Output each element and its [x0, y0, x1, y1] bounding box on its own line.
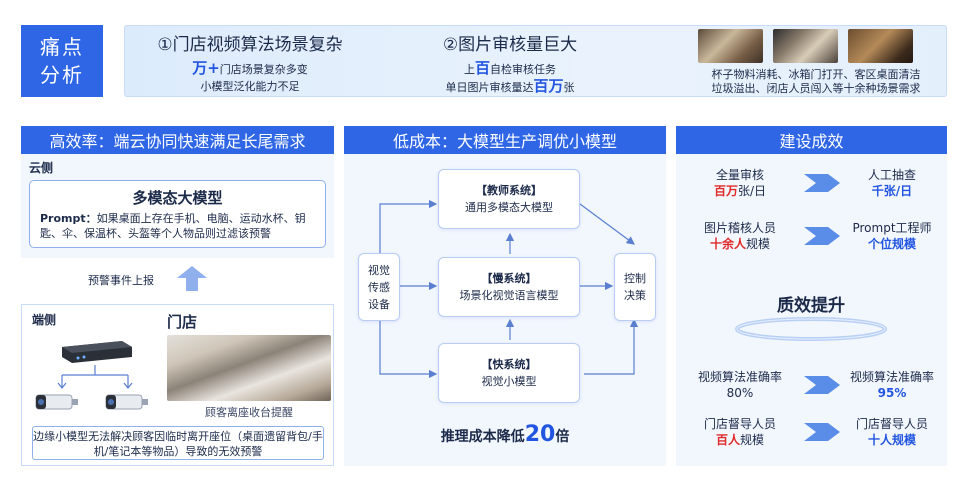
efficiency-header: 高效率：端云协同快速满足长尾需求 [21, 126, 334, 154]
metric-3-after: 视频算法准确率 95% [849, 370, 934, 400]
multimodal-model-title: 多模态大模型 [132, 189, 223, 207]
vision-sensor-box: 视觉 传感 设备 [358, 253, 400, 321]
chevron-right-icon [804, 174, 840, 192]
quality-ring-decoration [735, 317, 887, 341]
up-arrow-icon [177, 266, 207, 291]
teacher-system-title: 【教师系统】 [476, 184, 542, 197]
slow-system-desc: 场景化视觉语言模型 [459, 289, 559, 302]
edge-model-note: 边缘小模型无法解决顾客因临时离开座位（桌面遗留背包/手机/笔记本等物品）导致的无… [32, 426, 324, 460]
pain-point-1-line1: 万+门店场景复杂多变 [192, 59, 308, 77]
model-flow-panel: 【教师系统】 通用多模态大模型 【慢系统】 场景化视觉语言模型 【快系统】 视觉… [344, 154, 666, 466]
pain-point-1-line2: 小模型泛化能力不足 [200, 80, 300, 93]
store-label: 门店 [167, 313, 198, 331]
scene-requirements: 杯子物料消耗、冰箱门打开、客区桌面清洁 垃圾溢出、闭店人员闯入等十余种场景需求 [711, 68, 921, 95]
metric-4-after: 门店督导人员 十人规模 [855, 417, 928, 447]
pain-point-2-line1: 上百自检审核任务 [463, 59, 556, 77]
pain-analysis-label: 痛点 分析 [21, 25, 103, 97]
report-label: 预警事件上报 [88, 274, 154, 287]
cloud-side-label: 云侧 [29, 161, 54, 175]
edge-side-panel: 端侧 门店 顾客离座收台提醒 边缘小模型无法解决顾客因临时离开座位（桌面遗留背包… [21, 304, 334, 466]
flow-arrows [379, 199, 639, 379]
chevron-right-icon [804, 227, 840, 245]
pain-point-2-title: ②图片审核量巨大 [442, 35, 578, 55]
pain-point-1: ①门店视频算法场景复杂 万+门店场景复杂多变 小模型泛化能力不足 [135, 30, 365, 95]
model-prompt: Prompt：如果桌面上存在手机、电脑、运动水杯、钥匙、伞、保温杯、头盔等个人物… [40, 212, 306, 240]
teacher-system-desc: 通用多模态大模型 [465, 201, 553, 214]
edge-side-label: 端侧 [32, 313, 57, 327]
control-decision-box: 控制 决策 [614, 253, 656, 321]
slow-system-title: 【慢系统】 [481, 272, 537, 285]
edge-device-icon [62, 341, 132, 363]
fast-system-desc: 视觉小模型 [481, 375, 537, 388]
camera-icon [35, 394, 78, 410]
scene-photo-dining [773, 29, 838, 63]
pain-point-2: ②图片审核量巨大 上百自检审核任务 单日图片审核量达百万张 [395, 30, 625, 96]
metric-1-after: 人工抽查 千张/日 [867, 168, 916, 198]
pain-label-line2: 分析 [40, 63, 84, 87]
fast-system-title: 【快系统】 [481, 358, 537, 371]
low-cost-header: 低成本：大模型生产调优小模型 [344, 126, 666, 154]
teacher-system-box: 【教师系统】 通用多模态大模型 [438, 169, 580, 229]
results-panel: 全量审核 百万张/日 人工抽查 千张/日 图片稽核人员 十余人规模 Prompt… [676, 154, 947, 466]
metric-2-after: Prompt工程师 个位规模 [852, 221, 932, 251]
pain-point-1-title: ①门店视频算法场景复杂 [157, 35, 343, 55]
results-header: 建设成效 [676, 126, 947, 154]
metric-4-before: 门店督导人员 百人规模 [703, 417, 776, 447]
cost-reduction-text: 推理成本降低20倍 [440, 422, 570, 447]
chevron-right-icon [804, 376, 840, 394]
pain-label-line1: 痛点 [40, 35, 84, 59]
scene-photos [698, 29, 913, 63]
connector-lines [57, 365, 133, 389]
quality-improvement-title: 质效提升 [777, 296, 845, 316]
store-photo [167, 335, 331, 401]
slow-system-box: 【慢系统】 场景化视觉语言模型 [438, 257, 580, 317]
chevron-right-icon [804, 423, 840, 441]
cloud-side-panel: 云侧 多模态大模型 Prompt：如果桌面上存在手机、电脑、运动水杯、钥匙、伞、… [21, 154, 334, 258]
fast-system-box: 【快系统】 视觉小模型 [438, 343, 580, 403]
metric-1-before: 全量审核 百万张/日 [713, 168, 767, 198]
metric-3-before: 视频算法准确率 80% [697, 370, 782, 400]
store-photo-caption: 顾客离座收台提醒 [205, 406, 293, 419]
metric-2-before: 图片稽核人员 十余人规模 [703, 221, 776, 251]
pain-strip: ①门店视频算法场景复杂 万+门店场景复杂多变 小模型泛化能力不足 ②图片审核量巨… [124, 25, 947, 97]
camera-icon [105, 394, 148, 410]
scene-photo-bin [848, 29, 913, 63]
pain-point-2-line2: 单日图片审核量达百万张 [445, 77, 575, 95]
multimodal-model-card: 多模态大模型 Prompt：如果桌面上存在手机、电脑、运动水杯、钥匙、伞、保温杯… [29, 180, 326, 248]
scene-photo-counter [698, 29, 763, 63]
